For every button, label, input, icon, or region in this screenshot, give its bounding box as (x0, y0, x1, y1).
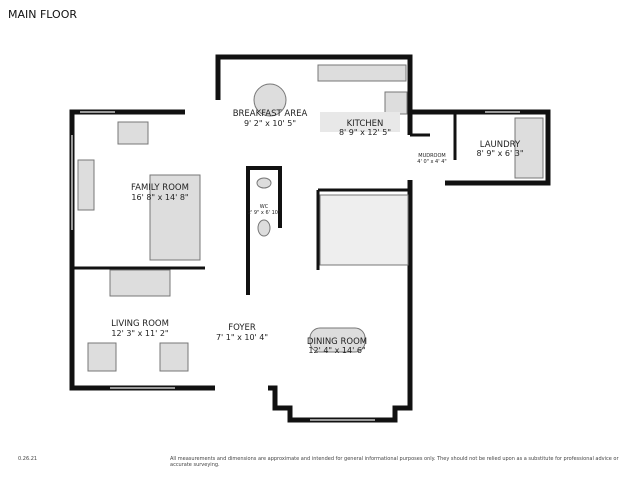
label-family-room: FAMILY ROOM (131, 183, 189, 193)
wall (215, 54, 413, 135)
stove-icon (384, 91, 408, 115)
dimension-mudroom: 4' 0" x 4' 4" (417, 159, 446, 165)
dimension-dining-room: 12' 4" x 14' 6" (308, 346, 365, 355)
dimension-family-room: 16' 8" x 14' 8" (131, 193, 188, 202)
label-laundry: LAUNDRY (480, 140, 521, 150)
version-label: 0.26.21 (18, 456, 38, 462)
wall (268, 180, 413, 423)
dimension-living-room: 12' 3" x 11' 2" (111, 329, 168, 338)
sofa-icon (109, 269, 171, 297)
label-kitchen: KITCHEN (347, 119, 384, 129)
sink-icon (256, 177, 272, 189)
armchair-icon (87, 342, 117, 372)
kitchen-counter (317, 64, 407, 82)
windows (71, 111, 520, 421)
dining-table (309, 327, 366, 353)
toilet-icon (257, 219, 271, 237)
walls (69, 54, 551, 423)
fireplace-icon (77, 159, 95, 211)
disclaimer: All measurements and dimensions are appr… (170, 456, 619, 468)
dimension-kitchen: 8' 9" x 12' 5" (339, 128, 391, 137)
dimension-wc: 2' 9" x 6' 10" (248, 210, 281, 216)
dimension-laundry: 8' 9" x 6' 3" (476, 149, 523, 158)
label-wc: WC (260, 204, 269, 210)
label-breakfast: BREAKFAST AREA (233, 109, 308, 119)
room-labels: BREAKFAST AREA 9' 2" x 10' 5" KITCHEN 8'… (111, 109, 523, 355)
dimension-breakfast: 9' 2" x 10' 5" (244, 119, 296, 128)
armchair-icon (117, 121, 149, 145)
label-living-room: LIVING ROOM (111, 319, 169, 329)
sofa-icon (149, 174, 201, 261)
stairs-icon (319, 194, 409, 266)
wall (410, 109, 551, 186)
washer-dryer-icon (514, 117, 544, 179)
dimension-foyer: 7' 1" x 10' 4" (216, 333, 268, 342)
label-dining-room: DINING ROOM (307, 337, 367, 347)
kitchen-label-backdrop (320, 112, 400, 132)
breakfast-table (253, 83, 287, 117)
wall (246, 166, 282, 295)
floor-title: MAIN FLOOR (8, 8, 78, 21)
armchair-icon (159, 342, 189, 372)
label-foyer: FOYER (228, 323, 256, 333)
label-mudroom: MUDROOM (418, 153, 445, 159)
fixtures (77, 64, 544, 372)
